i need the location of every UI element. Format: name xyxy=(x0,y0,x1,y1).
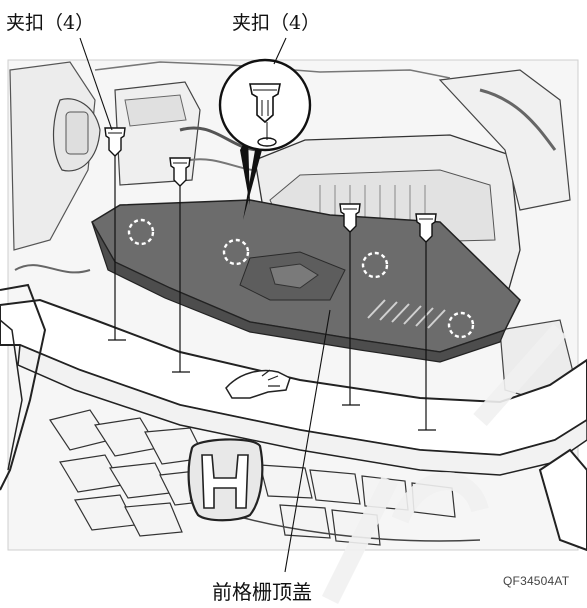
hand-icon xyxy=(225,369,291,399)
watermark xyxy=(321,324,567,605)
clip-label-left: 夹扣（4） xyxy=(6,12,95,34)
figure-reference-code: QF34504AT xyxy=(503,574,570,588)
clip-location-3 xyxy=(361,251,389,279)
front-grille-top-cover xyxy=(90,199,521,363)
clip-location-markers xyxy=(127,218,475,339)
clip-guides xyxy=(108,152,436,431)
clip-icon-1 xyxy=(104,127,126,157)
clip-location-2 xyxy=(222,238,250,266)
clip-icon-3 xyxy=(339,203,361,233)
leader-lines xyxy=(79,37,331,573)
clip-location-1 xyxy=(127,218,155,246)
clip-icon-2 xyxy=(169,157,191,187)
clip-label-top: 夹扣（4） xyxy=(232,12,321,34)
honda-logo xyxy=(187,438,264,522)
magnifier-callout xyxy=(218,58,312,220)
clip-icon-4 xyxy=(415,213,437,243)
part-name-label: 前格栅顶盖 xyxy=(212,580,312,604)
clip-location-4 xyxy=(447,311,475,339)
